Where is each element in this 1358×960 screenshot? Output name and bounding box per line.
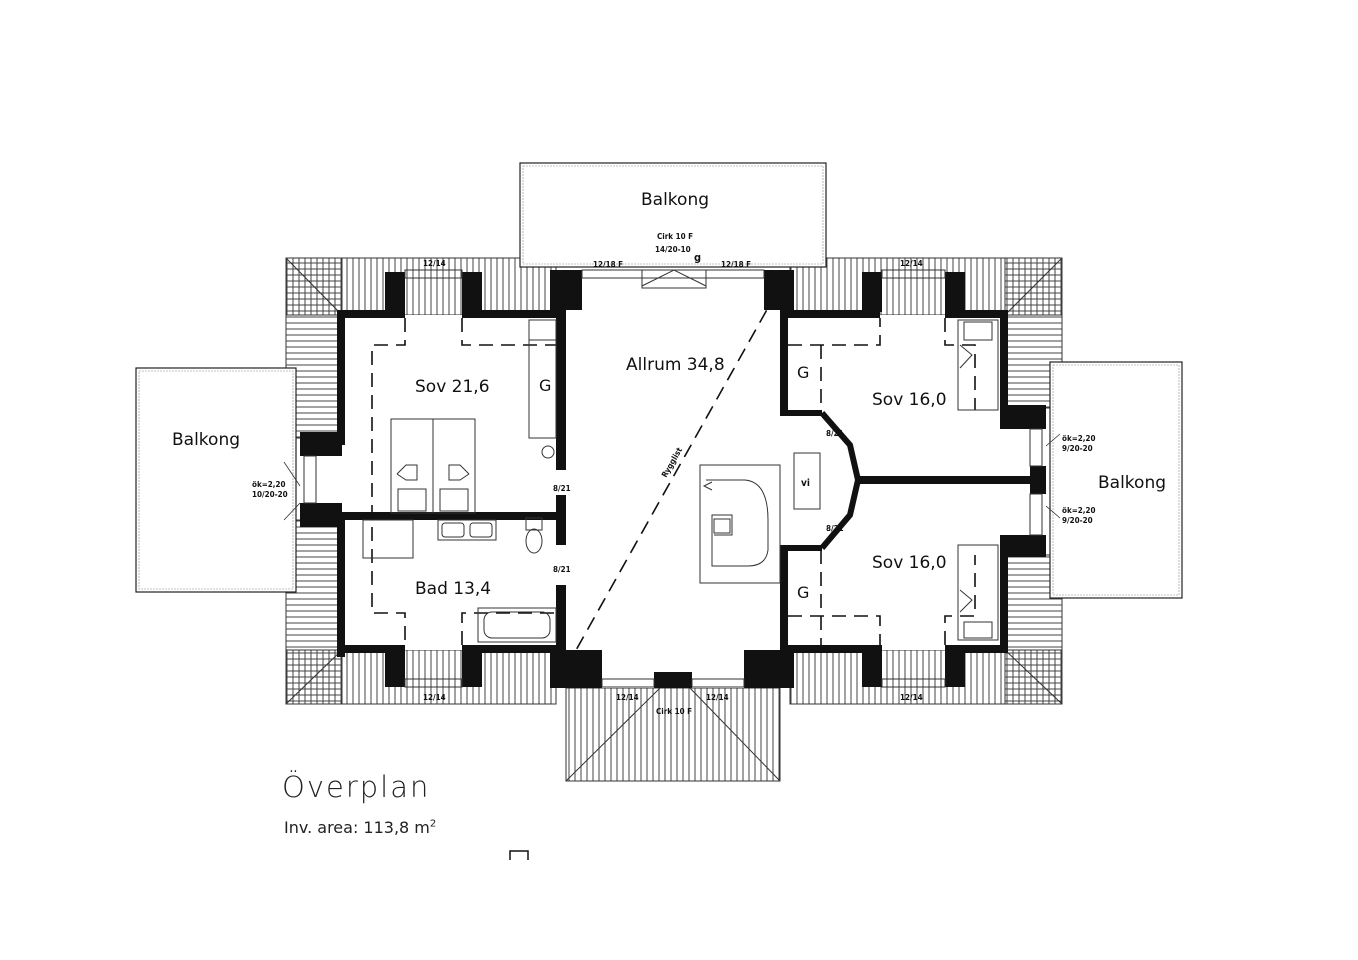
dim-ok-left-1: ök=2,20 [252,480,286,489]
dim-bottom-center-left: 12/14 [616,693,639,702]
dim-top-door-left: 12/18 F [593,260,623,269]
dim-ok-right-bot-1: ök=2,20 [1062,506,1096,515]
balcony-label-left: Balkong [172,430,240,450]
plan-area-sup: 2 [429,818,437,830]
dim-top-window-left: 12/14 [423,259,446,268]
dim-ok-right-top-2: 9/20-20 [1062,444,1093,453]
leader-lines [283,433,1061,521]
closet-label-vi: vi [801,478,810,489]
room-label-allrum: Allrum 34,8 [626,355,725,375]
dim-ok-left-2: 10/20-20 [252,490,288,499]
dim-bottom-center-right: 12/14 [706,693,729,702]
dim-top-window-right: 12/14 [900,259,923,268]
plan-area-label: Inv. area: 113,8 m [284,818,430,837]
dim-bottom-window-right: 12/14 [900,693,923,702]
dim-ok-right-bot-2: 9/20-20 [1062,516,1093,525]
dim-circ-top-2: 14/20-10 [655,245,691,254]
room-label-sov-left: Sov 21,6 [415,377,490,397]
dim-circ-top-g: g [694,251,701,264]
dim-circ-top-1: Cirk 10 F [657,232,693,241]
dim-circ-bottom: Cirk 10 F [656,707,692,716]
dim-ok-right-top-1: ök=2,20 [1062,434,1096,443]
windows [303,269,1043,688]
closet-label-g3: G [797,583,809,602]
fixtures [362,319,999,643]
balcony-label-right: Balkong [1098,473,1166,493]
balcony-label-top: Balkong [641,190,709,210]
walls [300,270,1046,688]
plan-title: Överplan [282,770,431,804]
dim-top-door-right: 12/18 F [721,260,751,269]
closet-label-g1: G [539,376,551,395]
room-label-sov-right-bottom: Sov 16,0 [872,553,947,573]
marker-icon [509,850,529,860]
dim-door-right-bottom: 8/21 [826,524,844,533]
dim-bottom-window-left: 12/14 [423,693,446,702]
balcony-left [135,367,297,593]
closet-label-g2: G [797,363,809,382]
dim-door-sov-left: 8/21 [553,484,571,493]
balcony-top [519,162,827,268]
room-label-sov-right-top: Sov 16,0 [872,390,947,410]
room-label-bad: Bad 13,4 [415,579,491,599]
balcony-right [1049,361,1183,599]
dim-door-right-top: 8/21 [826,429,844,438]
dashed-lines [371,289,976,669]
plan-area: Inv. area: 113,8 m2 [284,818,436,837]
dim-door-bad: 8/21 [553,565,571,574]
